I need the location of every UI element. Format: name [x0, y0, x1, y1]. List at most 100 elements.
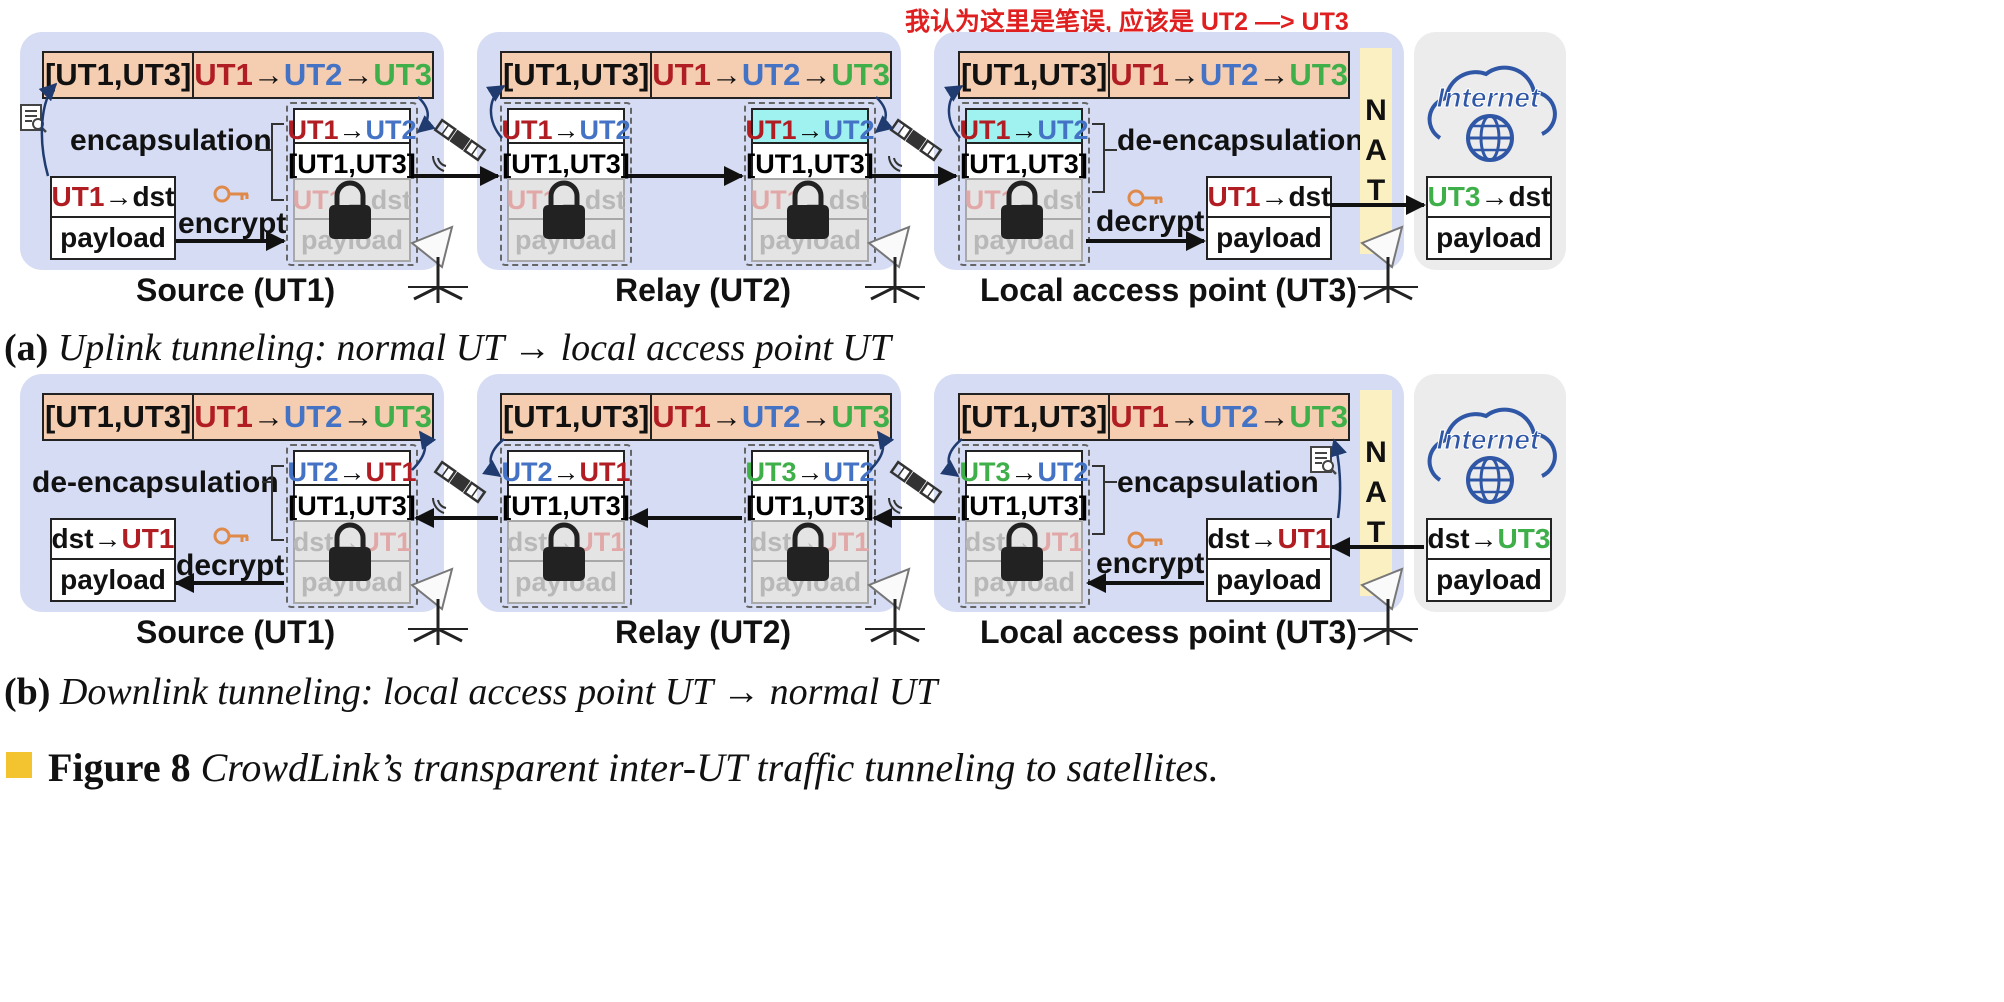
- route-arrow: →: [1168, 57, 1200, 92]
- route-hop: UT2: [283, 399, 343, 434]
- packet-payload: payload: [965, 218, 1083, 262]
- nat-box: N A T: [1360, 48, 1392, 254]
- route-arrow: →: [800, 399, 832, 434]
- route-hop: UT3: [1289, 399, 1348, 434]
- route-arrow: →: [342, 57, 374, 92]
- figure-caption: Figure 8 CrowdLink’s transparent inter-U…: [48, 745, 1219, 790]
- packet-inner-header: dst→UT1: [293, 520, 411, 564]
- tunnel-packet: UT1→UT2 [UT1,UT3] UT1→dst payload: [500, 102, 632, 266]
- packet-payload: payload: [1436, 564, 1542, 595]
- packet-route-list: [UT1,UT3]: [502, 484, 630, 528]
- tunnel-packet: UT3→UT2 [UT1,UT3] dst→UT1 payload: [958, 444, 1090, 608]
- route-hop: UT2: [741, 57, 801, 92]
- figure-marker: [6, 752, 32, 778]
- nat-letter: T: [1366, 174, 1386, 207]
- route-arrow: →: [1258, 399, 1290, 434]
- route-bar: [UT1,UT3] UT1→UT2→UT3: [500, 51, 892, 99]
- route-list: [UT1,UT3]: [44, 53, 195, 97]
- packet-header: dst→UT1: [1208, 520, 1330, 560]
- packet-tunnel-header: UT2→UT1: [501, 450, 631, 494]
- packet-payload: payload: [965, 560, 1083, 604]
- nat-letter: A: [1365, 476, 1387, 509]
- packet-inner-header: UT1→dst: [507, 178, 625, 222]
- packet-header: UT1→dst: [52, 178, 174, 218]
- de-encapsulation-label: de-encapsulation: [32, 466, 279, 499]
- tunnel-packet: UT3→UT2 [UT1,UT3] dst→UT1 payload: [744, 444, 876, 608]
- route-arrow: →: [342, 399, 374, 434]
- plain-packet: dst→UT3 payload: [1426, 518, 1552, 602]
- packet-payload: payload: [293, 218, 411, 262]
- packet-header: dst→UT1: [52, 520, 174, 560]
- nat-letter: N: [1365, 94, 1387, 127]
- de-encapsulation-label: de-encapsulation: [1117, 124, 1364, 157]
- route-bar: [UT1,UT3] UT1→UT2→UT3: [958, 51, 1350, 99]
- packet-payload: payload: [60, 564, 166, 595]
- packet-payload: payload: [60, 222, 166, 253]
- route-list: [UT1,UT3]: [502, 53, 653, 97]
- tunnel-packet: UT1→UT2 [UT1,UT3] UT1→dst payload: [286, 102, 418, 266]
- route-path: UT1→UT2→UT3: [194, 395, 432, 439]
- route-hop: UT1: [194, 399, 253, 434]
- route-hop: UT1: [1110, 57, 1169, 92]
- packet-header: UT1→dst: [1208, 178, 1330, 218]
- route-list: [UT1,UT3]: [960, 53, 1111, 97]
- route-hop: UT1: [652, 399, 711, 434]
- packet-inner-header: UT1→dst: [751, 178, 869, 222]
- route-hop: UT2: [1199, 399, 1259, 434]
- tunnel-packet: UT2→UT1 [UT1,UT3] dst→UT1 payload: [500, 444, 632, 608]
- decrypt-label: decrypt: [176, 549, 285, 582]
- route-path: UT1→UT2→UT3: [652, 53, 890, 97]
- plain-packet: dst→UT1 payload: [1206, 518, 1332, 602]
- tunnel-packet: UT1→UT2 [UT1,UT3] UT1→dst payload: [958, 102, 1090, 266]
- packet-payload: payload: [507, 560, 625, 604]
- route-hop: UT1: [652, 57, 711, 92]
- route-hop: UT3: [373, 399, 432, 434]
- route-hop: UT1: [194, 57, 253, 92]
- route-arrow: →: [252, 399, 284, 434]
- packet-payload: payload: [1216, 564, 1322, 595]
- encrypt-label: encrypt: [178, 207, 287, 240]
- decrypt-label: decrypt: [1096, 205, 1205, 238]
- route-hop: UT3: [373, 57, 432, 92]
- route-bar: [UT1,UT3] UT1→UT2→UT3: [958, 393, 1350, 441]
- annotation-note: 我认为这里是笔误, 应该是 UT2 —> UT3: [905, 8, 1349, 36]
- packet-inner-header: dst→UT1: [751, 520, 869, 564]
- route-arrow: →: [1168, 399, 1200, 434]
- route-bar: [UT1,UT3] UT1→UT2→UT3: [42, 393, 434, 441]
- route-path: UT1→UT2→UT3: [1110, 395, 1348, 439]
- packet-payload: payload: [507, 218, 625, 262]
- plain-packet: dst→UT1 payload: [50, 518, 176, 602]
- encrypt-label: encrypt: [1096, 547, 1205, 580]
- route-path: UT1→UT2→UT3: [1110, 53, 1348, 97]
- route-arrow: →: [710, 399, 742, 434]
- packet-inner-header: UT1→dst: [965, 178, 1083, 222]
- packet-header: dst→UT3: [1428, 520, 1550, 560]
- route-hop: UT2: [741, 399, 801, 434]
- packet-inner-header: dst→UT1: [507, 520, 625, 564]
- packet-payload: payload: [751, 560, 869, 604]
- panel-title: Source (UT1): [136, 614, 336, 650]
- route-arrow: →: [252, 57, 284, 92]
- packet-inner-header: UT1→dst: [293, 178, 411, 222]
- packet-tunnel-header: UT1→UT2: [287, 108, 417, 152]
- route-hop: UT1: [1110, 399, 1169, 434]
- route-list: [UT1,UT3]: [960, 395, 1111, 439]
- subfigure-caption: (a) Uplink tunneling: normal UT → local …: [4, 327, 891, 369]
- route-hop: UT2: [283, 57, 343, 92]
- nat-letter: T: [1366, 516, 1386, 549]
- route-arrow: →: [800, 57, 832, 92]
- packet-payload: payload: [293, 560, 411, 604]
- route-hop: UT3: [831, 399, 890, 434]
- panel-title: Relay (UT2): [615, 614, 792, 650]
- encapsulation-label: encapsulation: [70, 124, 272, 157]
- route-hop: UT3: [831, 57, 890, 92]
- subfigure-caption: (b) Downlink tunneling: local access poi…: [4, 671, 938, 713]
- plain-packet: UT1→dst payload: [1206, 176, 1332, 260]
- nat-letter: A: [1365, 134, 1387, 167]
- packet-payload: payload: [1216, 222, 1322, 253]
- route-hop: UT3: [1289, 57, 1348, 92]
- route-list: [UT1,UT3]: [502, 395, 653, 439]
- route-hop: UT2: [1199, 57, 1259, 92]
- plain-packet: UT1→dst payload: [50, 176, 176, 260]
